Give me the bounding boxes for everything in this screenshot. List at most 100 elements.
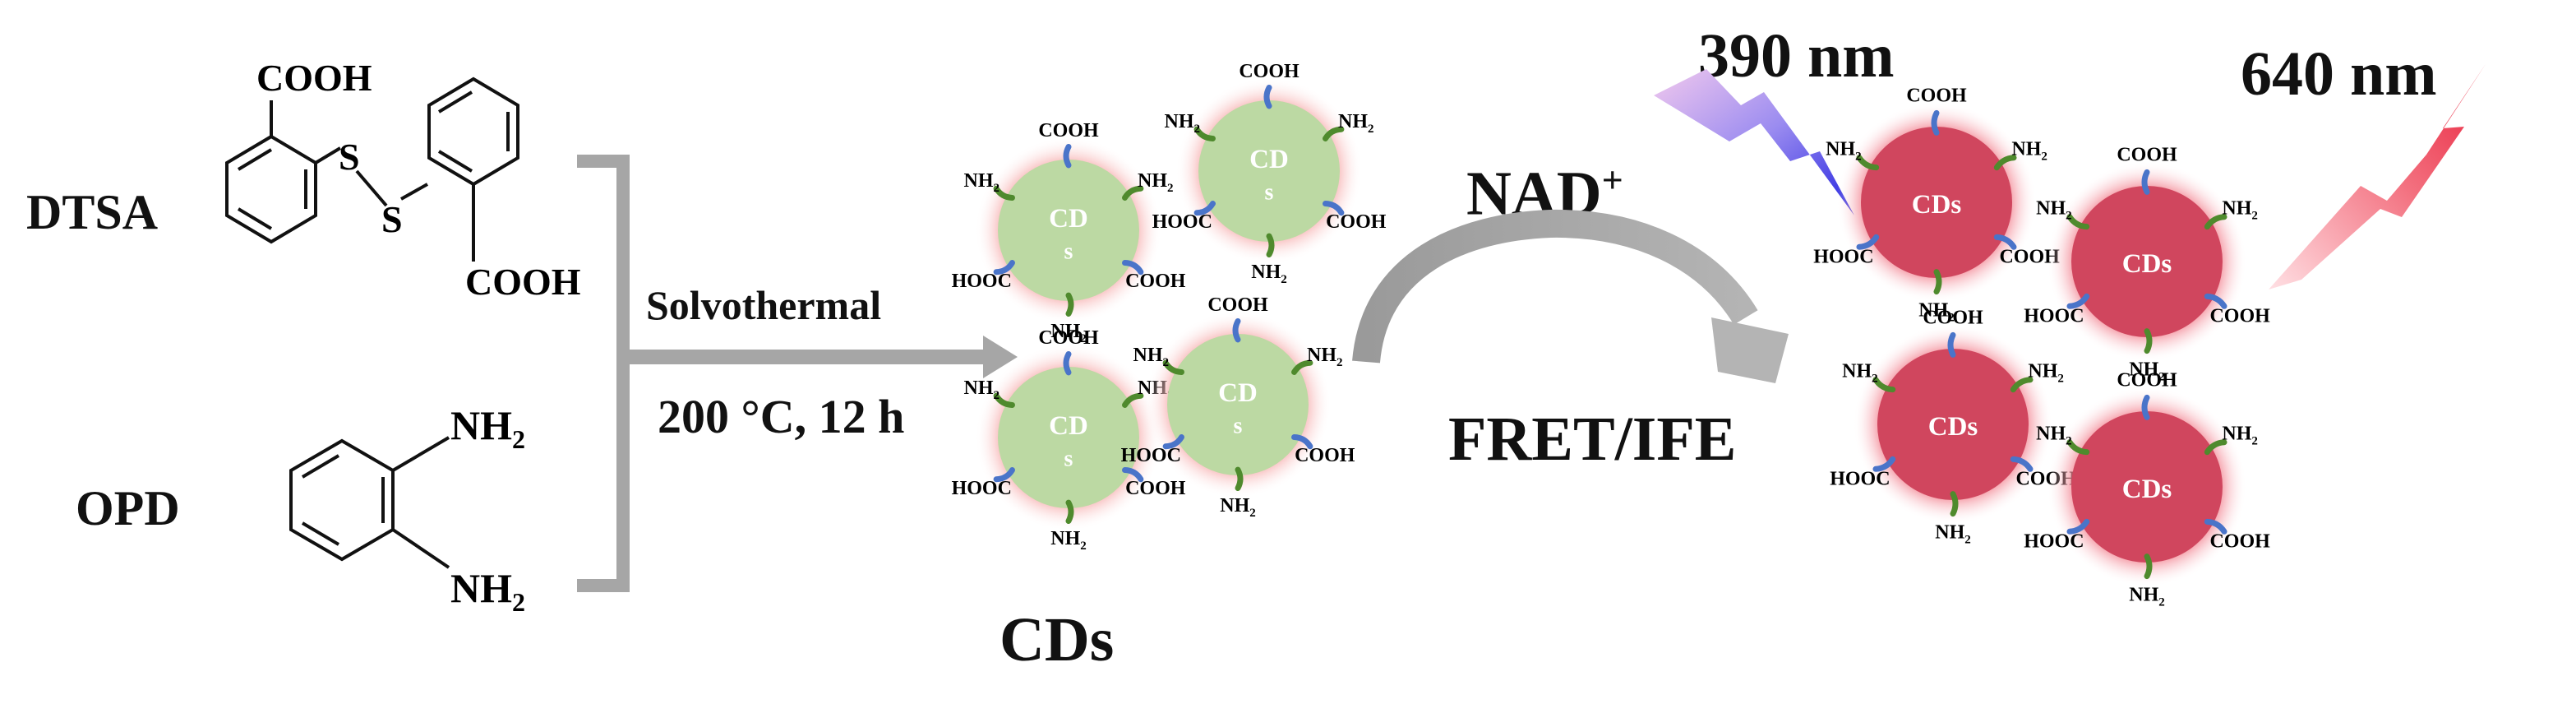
bracket-arrow <box>577 155 1018 592</box>
cooh-ligand <box>1856 234 1880 250</box>
nh2-label-sub: 2 <box>1193 123 1200 136</box>
nh2-ligand <box>1162 359 1184 375</box>
nh2-label-text: NH2 <box>2222 424 2258 448</box>
red-particle-core <box>1861 127 2012 278</box>
nh2-label: NH2 <box>2129 585 2165 609</box>
particle-label-top: CD <box>1049 411 1088 441</box>
particle-label: CDs <box>2122 475 2172 504</box>
opd-label: OPD <box>76 481 180 535</box>
nh2-ligand <box>1193 126 1216 141</box>
nh2-ligand <box>2066 214 2090 230</box>
nh2-label: NH2 <box>2222 198 2258 223</box>
nh2-label-sub: 2 <box>1872 373 1878 386</box>
synthesis-arrow-head <box>983 336 1018 378</box>
cooh-label: COOH <box>1038 327 1099 349</box>
nh2-ligand <box>1856 155 1880 171</box>
cooh-ligand <box>2204 293 2227 309</box>
cooh-label: HOOC <box>2024 305 2084 327</box>
nh2-label-text: NH2 <box>1842 361 1878 386</box>
nh2-label: NH2 <box>963 377 999 402</box>
nh2-ligand <box>2010 377 2034 393</box>
cooh-ligand <box>1993 234 2017 250</box>
cooh-ligand <box>1291 434 1313 450</box>
cooh-ligand <box>2066 518 2090 535</box>
cooh-label: COOH <box>2117 144 2177 165</box>
nh2-label-sub: 2 <box>2057 373 2064 386</box>
nh2-label-text: NH2 <box>1935 522 1971 547</box>
nh2-label-sub: 2 <box>993 389 999 402</box>
nh2-label: NH2 <box>1050 528 1087 553</box>
nh2-label-sub: 2 <box>1080 540 1087 553</box>
nh2-label-text: NH2 <box>1307 345 1343 369</box>
nh2-ligand <box>1266 233 1275 257</box>
nh2-label-text: NH2 <box>2036 198 2072 223</box>
nh2-ligand <box>1993 155 2017 171</box>
dtsa-cooh-bottom: COOH <box>465 261 581 303</box>
cooh-ligand <box>1323 201 1345 216</box>
nh2-label-text: NH2 <box>2036 424 2072 448</box>
nh2-label-text: NH2 <box>1251 262 1287 286</box>
nh2-label-text: NH2 <box>2129 585 2165 609</box>
nh2-label-sub: 2 <box>2066 435 2072 448</box>
nh2-ligand <box>1291 359 1313 375</box>
nh2-label: NH2 <box>1826 139 1862 164</box>
particle-label-bottom: s <box>1265 179 1274 205</box>
nh2-label: NH2 <box>1251 262 1287 286</box>
nh2-label: NH2 <box>1164 111 1200 136</box>
nh2-ligand <box>1950 491 1959 517</box>
product-label: CDs <box>999 605 1115 674</box>
nh2-label-sub: 2 <box>993 182 999 195</box>
nh2-label: NH2 <box>1338 111 1374 136</box>
opd-nh2-bottom: NH2 <box>450 567 525 615</box>
cooh-label: HOOC <box>2024 530 2084 552</box>
excitation-bolt <box>1654 69 1854 215</box>
nh2-label: NH2 <box>1220 495 1256 520</box>
opd-nh2-bottom-sub: 2 <box>512 587 525 617</box>
nh2-label-sub: 2 <box>2041 151 2047 164</box>
nh2-label-sub: 2 <box>1948 312 1955 325</box>
cooh-label: COOH <box>1906 85 1967 106</box>
cooh-label: COOH <box>1125 271 1186 292</box>
reaction-conditions: 200 °C, 12 h <box>658 390 905 443</box>
cooh-ligand <box>1232 318 1241 343</box>
cooh-label: HOOC <box>952 478 1012 499</box>
nh2-label-text: NH2 <box>2028 361 2064 386</box>
dtsa-sulfur-1: S <box>339 136 360 178</box>
cooh-label: HOOC <box>1813 246 1873 267</box>
cooh-label: COOH <box>1207 294 1268 316</box>
cooh-label: COOH <box>1038 120 1099 141</box>
cooh-ligand <box>1193 201 1216 216</box>
reaction-method: Solvothermal <box>646 282 882 328</box>
nh2-label: NH2 <box>2036 198 2072 223</box>
nh2-label: NH2 <box>1307 345 1343 369</box>
nh2-label-sub: 2 <box>1336 356 1343 369</box>
nh2-label-text: NH2 <box>1138 170 1174 195</box>
particle-label: CDs <box>1912 190 1962 220</box>
cooh-ligand <box>2141 394 2150 420</box>
nh2-ligand <box>2204 214 2227 230</box>
cooh-ligand <box>2141 169 2150 195</box>
nh2-label-text: NH2 <box>963 170 999 195</box>
nh2-label-sub: 2 <box>1855 151 1862 164</box>
opd-nh2-bottom-text: NH <box>450 565 512 611</box>
nh2-label-text: NH2 <box>1826 139 1862 164</box>
nh2-ligand <box>1065 499 1074 524</box>
cooh-ligand <box>1263 85 1272 109</box>
nh2-label: NH2 <box>963 170 999 195</box>
cooh-ligand <box>993 467 1015 483</box>
nh2-ligand <box>993 185 1015 201</box>
nh2-ligand <box>2144 328 2153 354</box>
dtsa-structure <box>225 76 519 262</box>
cooh-ligand <box>2066 293 2090 309</box>
nh2-label-text: NH2 <box>1220 495 1256 520</box>
green-particle-core <box>1198 100 1340 242</box>
dtsa-label: DTSA <box>26 185 159 239</box>
cooh-ligand <box>1931 109 1940 136</box>
particle-label-top: CD <box>1249 145 1289 174</box>
nh2-ligand <box>1872 377 1896 393</box>
